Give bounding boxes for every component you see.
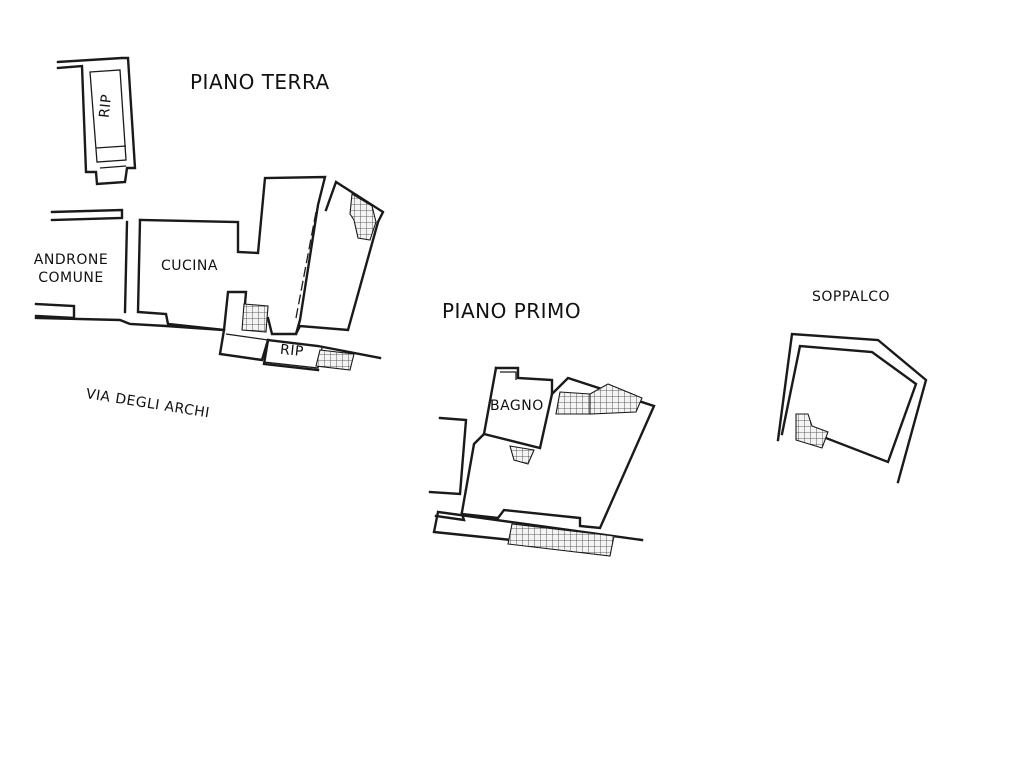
stair-primo-2 [589,383,643,415]
stair-ground-2 [241,303,269,333]
wall-primo-outer [434,366,656,530]
room-label-bagno: BAGNO [490,398,544,414]
wall-soppalco-inner [780,344,918,464]
room-label-rip-lower: RIP [279,341,305,361]
wall-rip-upper-inner [89,69,127,163]
wall-primo-left [460,366,498,514]
mezzanine-plan [776,332,928,484]
wall-ground-bottom [34,316,382,362]
room-label-androne-comune: ANDRONE COMUNE [28,251,114,287]
door-rip-upper [95,145,127,169]
room-label-androne-line1: ANDRONE [33,252,109,268]
room-label-cucina: CUCINA [161,258,218,274]
wall-rip-upper [56,56,137,186]
wall-ground-inner [225,333,323,369]
stair-ground-3 [315,349,355,371]
wall-cucina [138,175,385,335]
stair-ground-1 [349,193,377,241]
ground-floor-plan [34,56,385,372]
room-label-rip-upper: RIP [96,93,116,119]
wall-primo-stub [428,416,468,496]
wall-soppalco-outer [776,332,928,484]
wall-primo-bagno [482,392,554,450]
wall-androne-bottom [34,302,76,320]
stair-primo-4 [507,523,615,557]
title-piano-terra: PIANO TERRA [190,70,330,94]
wall-androne-top [50,208,124,222]
title-piano-primo: PIANO PRIMO [442,299,582,323]
stair-primo-1 [555,391,591,415]
stair-primo-3 [509,445,535,465]
wall-ground-dashed [295,211,317,319]
wall-androne-right [123,220,129,314]
stair-soppalco [795,413,829,449]
room-label-androne-line2: COMUNE [38,270,104,286]
wall-primo-inner [500,371,517,380]
wall-cucina-left [136,218,298,336]
first-floor-plan [428,366,656,557]
title-soppalco: SOPPALCO [812,289,891,305]
wall-rip-lower [262,338,320,372]
